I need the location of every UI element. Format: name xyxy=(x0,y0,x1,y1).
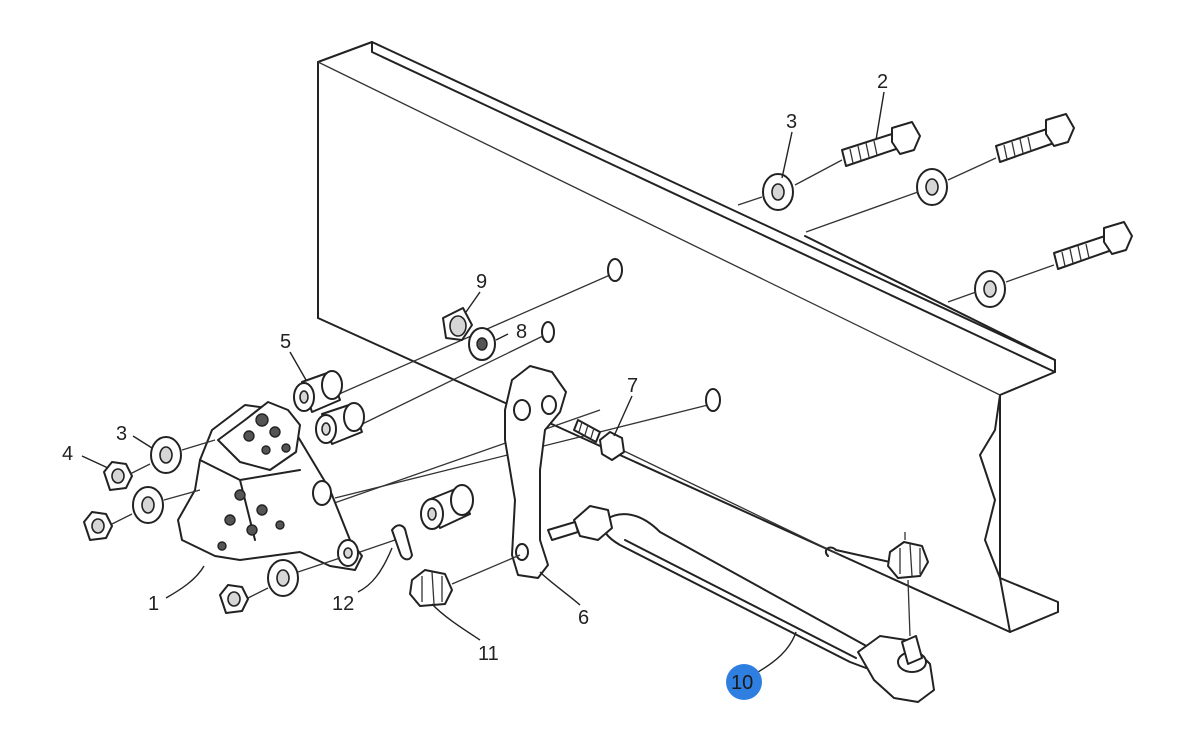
left-axes xyxy=(111,439,396,599)
nut-axis xyxy=(451,554,521,585)
label-part-2: 2 xyxy=(877,71,888,93)
drag-link-10 xyxy=(547,505,935,703)
bushing-5-upper xyxy=(293,370,343,413)
pin-ring-1 xyxy=(607,258,623,282)
steering-gear-housing xyxy=(177,401,363,571)
drag-link-cotter-pin xyxy=(824,546,891,563)
washer-left-2 xyxy=(132,486,164,524)
label-part-4: 4 xyxy=(62,443,73,465)
bushing-5-lower xyxy=(315,402,365,445)
leader-lines xyxy=(81,91,885,673)
label-part-3-top: 3 xyxy=(786,111,797,133)
frame-bolt-axes xyxy=(737,157,1055,303)
cotter-pin-12 xyxy=(391,524,413,561)
bolt-2 xyxy=(995,113,1075,163)
bushing-9 xyxy=(442,307,473,341)
washer-frame-3 xyxy=(974,270,1006,308)
label-part-9: 9 xyxy=(476,271,487,293)
castle-nut-11 xyxy=(409,569,453,607)
drag-link-castle-nut xyxy=(887,541,929,579)
washer-bottom xyxy=(267,559,299,597)
ball-stud-7 xyxy=(573,419,625,461)
label-part-3-left: 3 xyxy=(116,423,127,445)
bushing-mid xyxy=(420,484,474,530)
label-part-8: 8 xyxy=(516,321,527,343)
nut-left-4 xyxy=(103,461,133,491)
label-part-7: 7 xyxy=(627,375,638,397)
label-part-6: 6 xyxy=(578,607,589,629)
washer-left-3 xyxy=(150,436,182,474)
nut-left-2 xyxy=(83,511,113,541)
label-part-5: 5 xyxy=(280,331,291,353)
bolt-1 xyxy=(841,121,921,167)
pin-ring-3 xyxy=(705,388,721,412)
drag-link-axis xyxy=(904,532,911,637)
pitman-arm xyxy=(504,365,567,579)
label-part-1: 1 xyxy=(148,593,159,615)
frame-rail xyxy=(317,41,1059,633)
washer-frame-2 xyxy=(916,168,948,206)
label-part-12: 12 xyxy=(332,593,354,615)
bolt-3 xyxy=(1053,221,1133,270)
label-part-10: 10 xyxy=(731,672,753,694)
washer-8 xyxy=(468,327,496,361)
label-part-11: 11 xyxy=(478,643,499,665)
nut-bottom xyxy=(219,584,249,614)
pin-ring-2 xyxy=(541,321,555,343)
washer-frame-1 xyxy=(762,173,794,211)
highlight-part-10 xyxy=(726,664,762,700)
